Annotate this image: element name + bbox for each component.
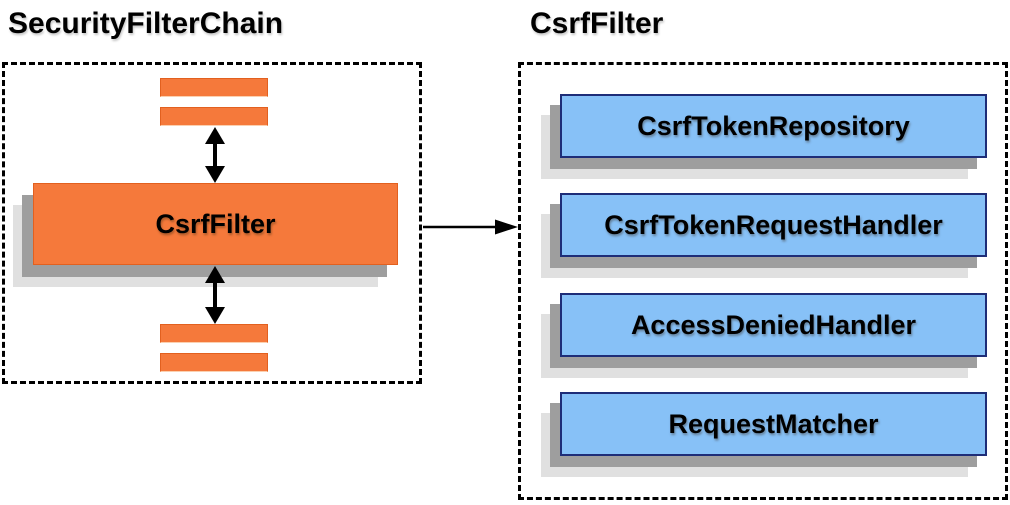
security-filter-chain-title: SecurityFilterChain (8, 7, 284, 40)
filter-bar (160, 78, 268, 97)
csrf-filter-components-container (518, 62, 1008, 500)
component-label: RequestMatcher (668, 409, 879, 439)
csrf-filter-node: CsrfFilter (33, 183, 398, 265)
filter-bar (160, 353, 268, 372)
csrf-filter-node-label: CsrfFilter (155, 209, 276, 239)
component-box-request-matcher: RequestMatcher (560, 392, 987, 456)
component-box-access-denied-handler: AccessDeniedHandler (560, 293, 987, 357)
component-label: CsrfTokenRequestHandler (604, 210, 943, 240)
component-box-csrf-token-request-handler: CsrfTokenRequestHandler (560, 193, 987, 257)
component-label: CsrfTokenRepository (637, 111, 910, 141)
filter-bar (160, 107, 268, 126)
component-label: AccessDeniedHandler (630, 310, 917, 340)
up-down-arrow-icon (205, 266, 225, 324)
csrf-filter-title: CsrfFilter (530, 7, 664, 40)
right-arrow-icon (423, 219, 518, 235)
component-box-csrf-token-repository: CsrfTokenRepository (560, 94, 987, 158)
up-down-arrow-icon (205, 127, 225, 183)
filter-bar (160, 324, 268, 343)
security-filter-chain-container (2, 62, 422, 384)
